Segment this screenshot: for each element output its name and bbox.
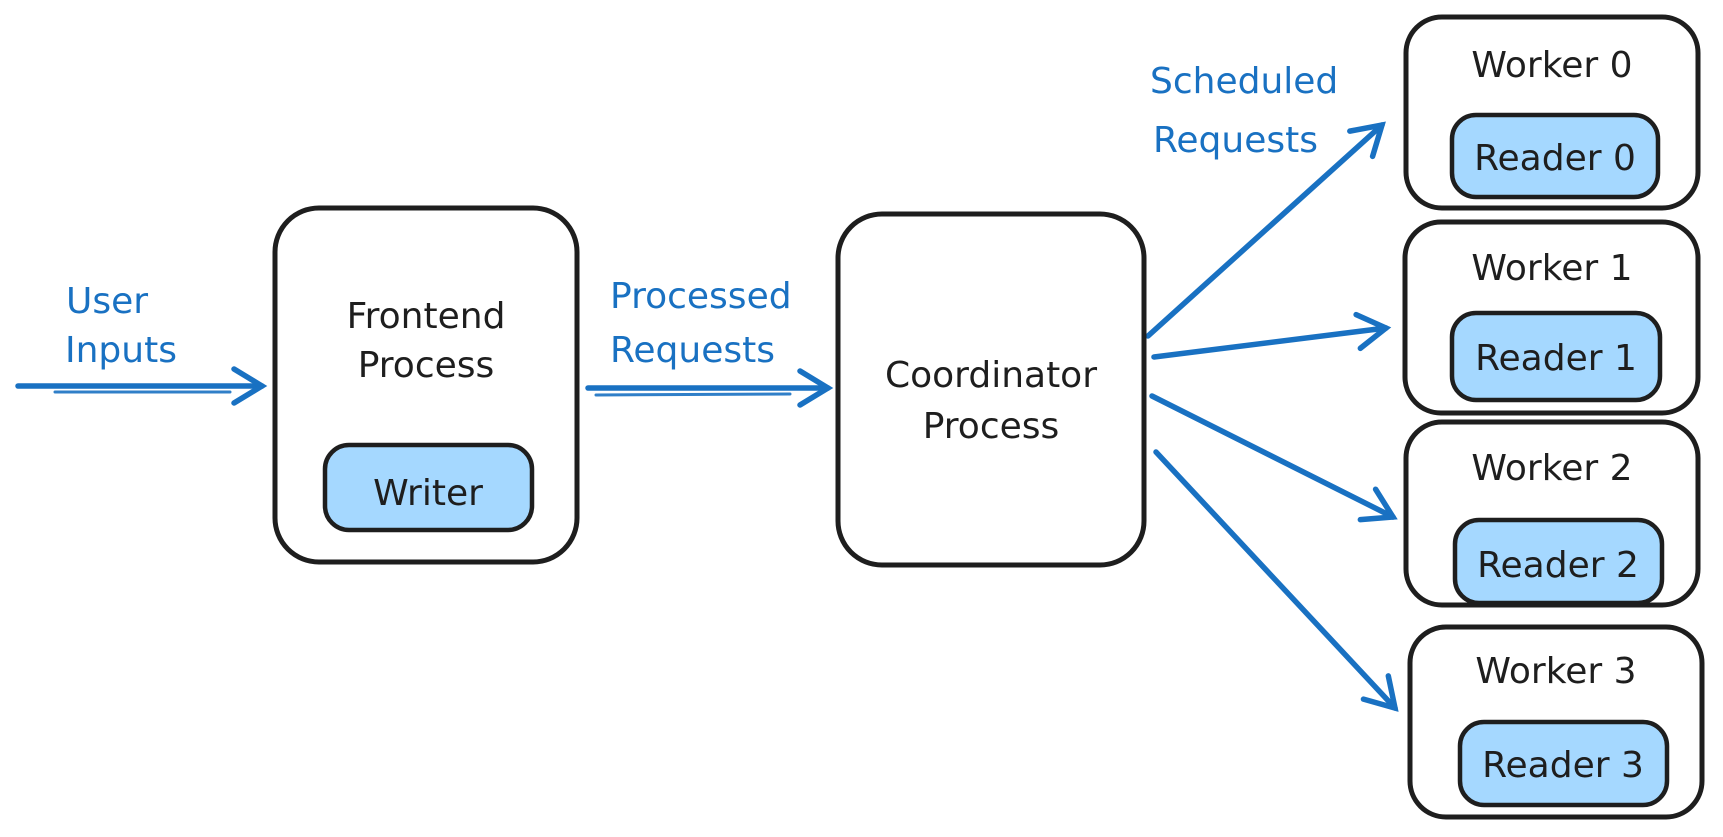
- annotation-labels: User Inputs Processed Requests Scheduled…: [65, 61, 1338, 371]
- user-inputs-label-line2: Inputs: [65, 330, 177, 371]
- scheduled-requests-label-line1: Scheduled: [1150, 61, 1338, 102]
- user-inputs-label-line1: User: [66, 281, 148, 322]
- worker-2-title: Worker 2: [1471, 448, 1632, 489]
- worker-2-node: Worker 2 Reader 2: [1403, 419, 1701, 608]
- processed-requests-arrow-overdraw: [594, 392, 792, 397]
- arrows-layer: [15, 121, 1399, 712]
- reader-1-box: [1449, 310, 1663, 403]
- writer-label: Writer: [373, 473, 483, 514]
- processed-requests-label-line2: Requests: [610, 330, 775, 371]
- coordinator-to-worker-2-arrow: [1149, 393, 1398, 523]
- scheduled-requests-label-line2: Requests: [1153, 120, 1318, 161]
- worker-0-node: Worker 0 Reader 0: [1403, 14, 1701, 211]
- reader-2-label: Reader 2: [1477, 545, 1639, 586]
- reader-3-label: Reader 3: [1482, 745, 1644, 786]
- coordinator-to-worker-3-arrow: [1153, 449, 1399, 712]
- coordinator-process-title-line1: Coordinator: [885, 355, 1097, 396]
- coordinator-process-title-line2: Process: [923, 406, 1060, 447]
- frontend-process-node: Frontend Process Writer: [272, 205, 580, 565]
- processed-requests-label-line1: Processed: [610, 276, 792, 317]
- worker-1-node: Worker 1 Reader 1: [1402, 219, 1701, 416]
- reader-0-label: Reader 0: [1474, 138, 1636, 179]
- reader-2-box: [1452, 517, 1665, 606]
- reader-0-box: [1449, 112, 1661, 200]
- coordinator-process-box: [835, 211, 1147, 568]
- worker-1-title: Worker 1: [1471, 248, 1632, 289]
- worker-3-node: Worker 3 Reader 3: [1407, 624, 1705, 820]
- frontend-process-title-line1: Frontend: [347, 296, 506, 337]
- reader-3-box: [1457, 719, 1670, 808]
- worker-3-title: Worker 3: [1475, 651, 1636, 692]
- coordinator-to-worker-1-arrow: [1151, 311, 1392, 360]
- writer-box: [322, 442, 535, 533]
- coordinator-process-node: Coordinator Process: [835, 211, 1147, 568]
- coordinator-to-worker-0-arrow: [1145, 121, 1386, 339]
- reader-1-label: Reader 1: [1475, 338, 1637, 379]
- frontend-process-title-line2: Process: [358, 345, 495, 386]
- worker-0-title: Worker 0: [1471, 45, 1632, 86]
